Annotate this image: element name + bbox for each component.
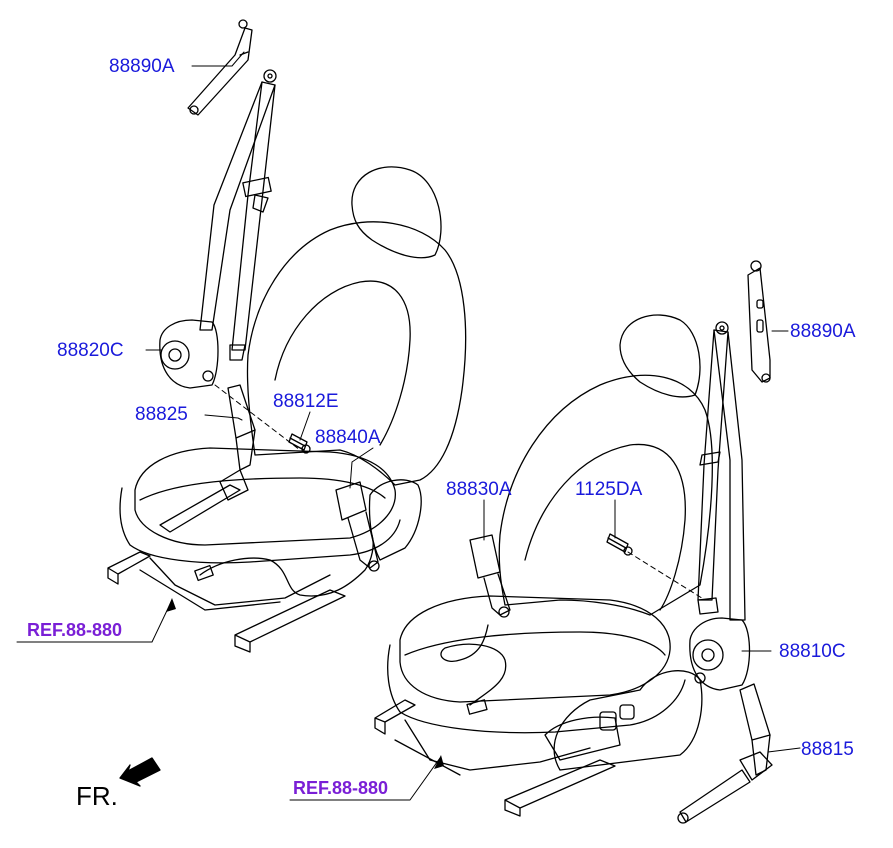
right-headrest [619, 314, 701, 398]
ref-right-arrowhead [434, 755, 444, 769]
ref-link-right[interactable]: REF.88-880 [293, 778, 389, 798]
right-backrest-panel [524, 443, 686, 611]
ref-link-left[interactable]: REF.88-880 [27, 620, 123, 640]
right-seat-rail [374, 699, 416, 735]
left-wiring-harness [199, 534, 374, 597]
leader-lines [16, 51, 801, 801]
right-lower-anchor-rod [679, 769, 751, 823]
right-wiring-harness [440, 624, 507, 706]
label-88810C[interactable]: 88810C [779, 641, 846, 662]
label-88890A-right[interactable]: 88890A [790, 321, 856, 342]
right-buckle [469, 534, 501, 579]
ref-left-arrowhead [166, 598, 176, 612]
label-88830A[interactable]: 88830A [446, 479, 512, 500]
right-side-bolster [553, 670, 703, 771]
label-88820C[interactable]: 88820C [57, 340, 124, 361]
right-retractor [689, 617, 751, 691]
left-seat [107, 166, 467, 653]
upper-left-height-adjuster [187, 19, 253, 116]
left-seat-belt [159, 69, 380, 572]
label-88812E[interactable]: 88812E [273, 391, 339, 412]
left-seat-rail [107, 551, 151, 585]
right-anchor-bolt [606, 533, 629, 553]
left-anchor-bolt [288, 433, 308, 451]
upper-right-height-adjuster [747, 260, 771, 383]
label-88825[interactable]: 88825 [135, 404, 188, 425]
left-buckle [335, 481, 367, 521]
right-seat [374, 314, 713, 817]
left-side-bolster [368, 479, 422, 561]
label-88840A[interactable]: 88840A [315, 427, 381, 448]
left-backrest [246, 221, 467, 486]
front-direction-arrow-icon [119, 757, 161, 787]
left-headrest [351, 166, 442, 259]
label-1125DA[interactable]: 1125DA [575, 479, 643, 500]
left-cushion [134, 447, 396, 546]
front-direction-label: FR. [76, 781, 118, 811]
label-88890A-upper-left[interactable]: 88890A [109, 56, 175, 77]
left-backrest-panel [274, 280, 411, 446]
right-cushion [399, 595, 671, 703]
label-88815[interactable]: 88815 [801, 739, 854, 760]
right-tongue-plate [739, 683, 771, 776]
right-seat-belt [606, 321, 773, 824]
right-backrest [498, 374, 713, 616]
right-buckle-assembly [469, 534, 511, 618]
left-retractor [159, 319, 219, 389]
